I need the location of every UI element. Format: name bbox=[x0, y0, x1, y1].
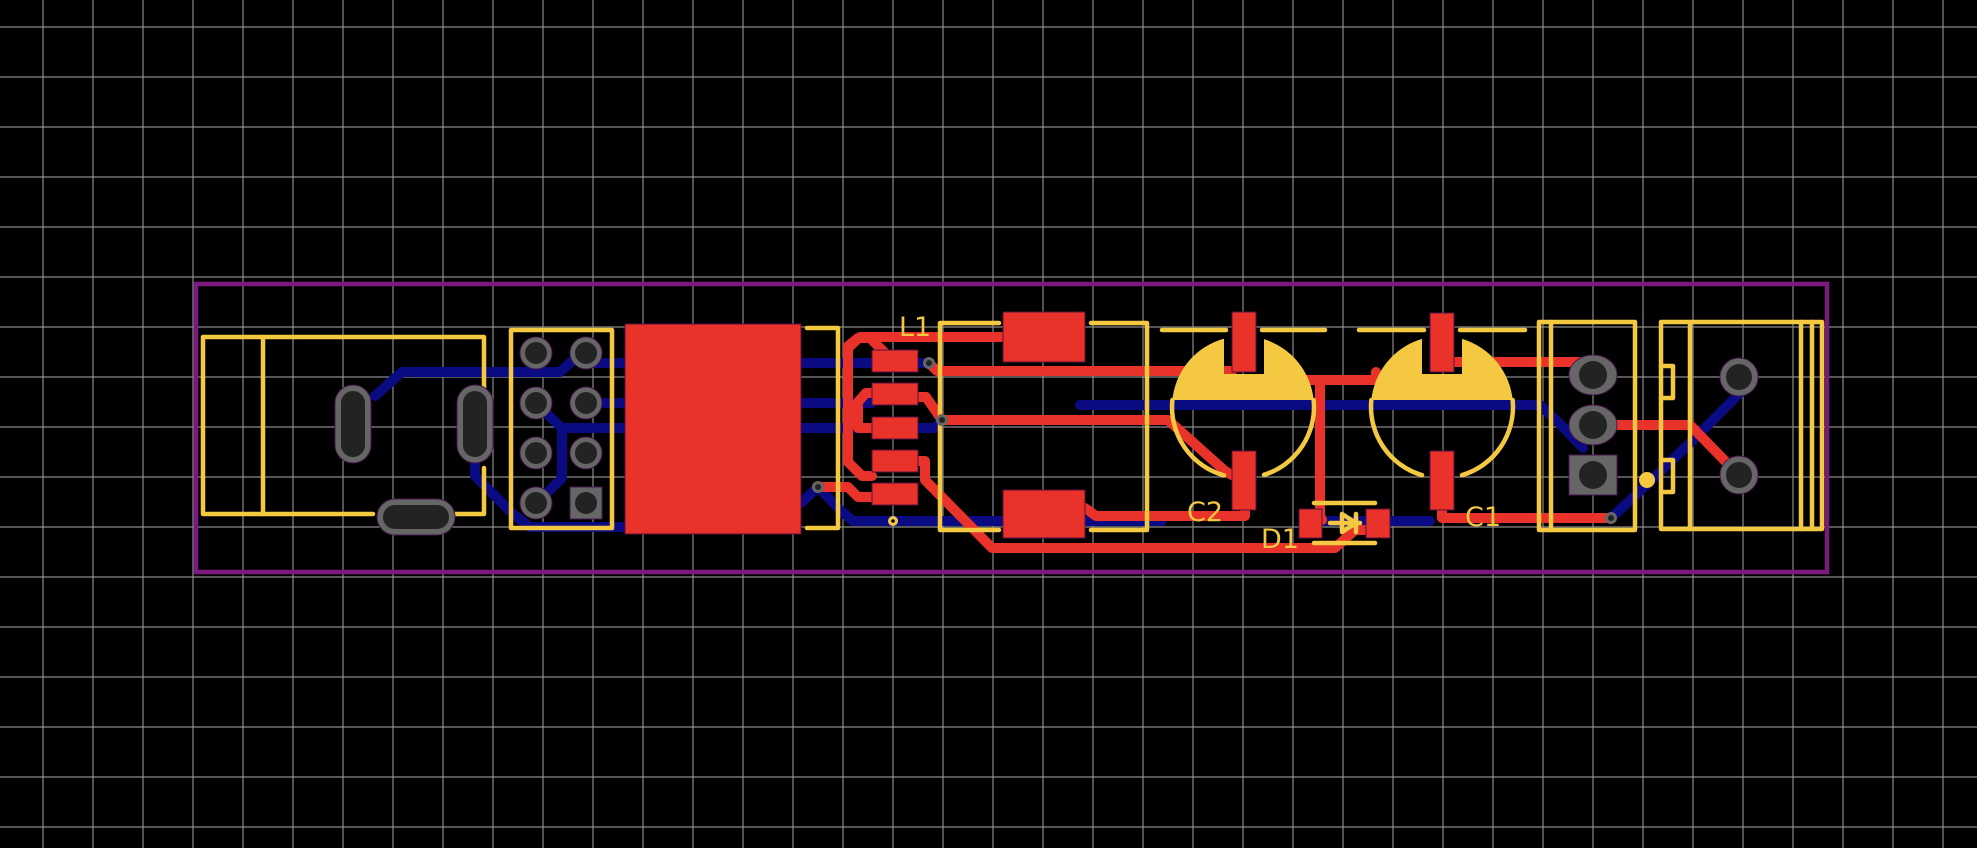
top-trace[interactable] bbox=[913, 392, 1237, 480]
ic-pin-pad[interactable] bbox=[871, 449, 919, 473]
capacitor-pad[interactable] bbox=[1429, 312, 1455, 373]
regulator-pin[interactable] bbox=[1568, 454, 1618, 496]
inductor-pad[interactable] bbox=[1002, 489, 1086, 539]
header-pin[interactable] bbox=[519, 486, 553, 520]
via[interactable] bbox=[923, 357, 935, 369]
screw-terminal[interactable] bbox=[1658, 319, 1825, 532]
diode-symbol-icon bbox=[1327, 511, 1363, 535]
top-trace[interactable] bbox=[1080, 503, 1250, 521]
top-trace[interactable] bbox=[843, 332, 1008, 481]
ic-outline bbox=[804, 325, 841, 531]
barrel-jack-pad[interactable] bbox=[334, 384, 372, 464]
ic-pin-pad[interactable] bbox=[871, 349, 919, 373]
polarity-mark bbox=[1371, 338, 1513, 400]
header-pin[interactable] bbox=[569, 436, 603, 470]
inductor-pad[interactable] bbox=[1002, 311, 1086, 363]
top-trace[interactable] bbox=[853, 388, 877, 433]
header-pin[interactable] bbox=[569, 336, 603, 370]
barrel-jack-pad[interactable] bbox=[456, 384, 494, 464]
diode-pad[interactable] bbox=[1365, 508, 1391, 539]
ic-pin-pad[interactable] bbox=[871, 416, 919, 440]
barrel-jack[interactable] bbox=[200, 334, 487, 517]
board-outline bbox=[193, 281, 1830, 575]
header-pin[interactable] bbox=[569, 386, 603, 420]
bottom-trace[interactable] bbox=[370, 367, 505, 401]
labels-layer: L1 C2 D1 C1 bbox=[899, 312, 1501, 555]
capacitor-c1[interactable] bbox=[1356, 327, 1528, 478]
ic-thermal-pad[interactable] bbox=[624, 323, 802, 535]
designator-d1: D1 bbox=[1261, 524, 1299, 555]
designator-l1: L1 bbox=[899, 312, 931, 343]
capacitor-pad[interactable] bbox=[1231, 311, 1257, 373]
inductor-l1[interactable] bbox=[937, 320, 1150, 533]
pin-header-outline bbox=[508, 327, 615, 531]
bottom-trace[interactable] bbox=[1606, 389, 1744, 523]
diode-d1[interactable] bbox=[1311, 500, 1378, 546]
via[interactable] bbox=[1605, 512, 1617, 524]
fiducial-marker bbox=[888, 516, 898, 526]
capacitor-pad[interactable] bbox=[1231, 450, 1257, 511]
ic-pin-pad[interactable] bbox=[871, 382, 919, 406]
regulator-pin[interactable] bbox=[1568, 354, 1618, 396]
via[interactable] bbox=[936, 414, 948, 426]
header-pin[interactable] bbox=[569, 486, 603, 520]
vias-layer bbox=[812, 357, 1655, 526]
capacitor-c2[interactable] bbox=[1159, 327, 1328, 478]
top-trace[interactable] bbox=[813, 482, 877, 502]
voltage-regulator[interactable] bbox=[1536, 319, 1638, 533]
designator-c1: C1 bbox=[1465, 502, 1501, 533]
terminal-pin[interactable] bbox=[1719, 357, 1759, 397]
fiducial-marker bbox=[1639, 472, 1655, 488]
terminal-pin[interactable] bbox=[1719, 455, 1759, 495]
bottom-trace[interactable] bbox=[539, 408, 567, 501]
pads-layer bbox=[334, 311, 1759, 539]
designator-c2: C2 bbox=[1187, 497, 1223, 528]
diode-pad[interactable] bbox=[1298, 508, 1323, 539]
barrel-jack-pad[interactable] bbox=[376, 498, 456, 536]
header-pin[interactable] bbox=[519, 336, 553, 370]
header-pin[interactable] bbox=[519, 436, 553, 470]
via[interactable] bbox=[812, 481, 824, 493]
capacitor-pad[interactable] bbox=[1429, 450, 1455, 511]
regulator-pin[interactable] bbox=[1568, 404, 1618, 446]
silkscreen-layer bbox=[200, 319, 1825, 546]
polarity-mark bbox=[1172, 338, 1314, 400]
ic-pin-pad[interactable] bbox=[871, 482, 919, 506]
top-trace[interactable] bbox=[1437, 505, 1616, 523]
header-pin[interactable] bbox=[519, 386, 553, 420]
